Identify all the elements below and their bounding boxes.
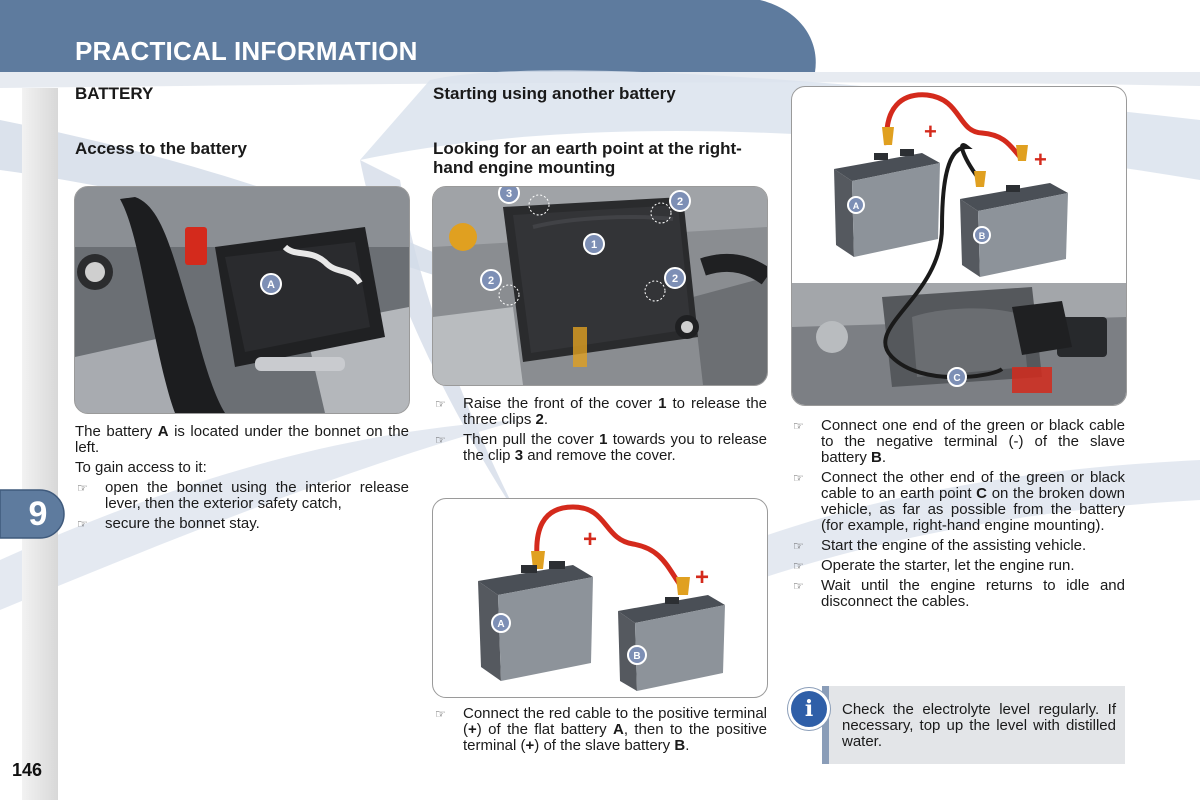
pointing-hand-icon: ☞	[77, 481, 88, 495]
subsection-title-earth-point: Looking for an earth point at the right-…	[433, 139, 742, 177]
battery-access-text: The battery A is located under the bonne…	[75, 424, 409, 536]
list-item: ☞Wait until the engine returns to idle a…	[793, 577, 1125, 610]
engine-cover-photo: 1 2 2 2 3	[432, 186, 768, 386]
svg-text:C: C	[953, 373, 960, 384]
pointing-hand-icon: ☞	[793, 579, 804, 593]
list-item: ☞Start the engine of the assisting vehic…	[793, 537, 1087, 554]
pointing-hand-icon: ☞	[793, 419, 804, 433]
page-number: 146	[12, 760, 43, 780]
svg-text:B: B	[979, 231, 986, 241]
svg-text:1: 1	[591, 239, 597, 251]
photo-label-2-right	[664, 267, 686, 289]
svg-text:2: 2	[488, 275, 494, 287]
access-lead: To gain access to it:	[75, 459, 207, 476]
photo-label-1	[583, 233, 605, 255]
red-clamp-a	[882, 127, 894, 145]
black-jumper-cable	[883, 143, 1004, 380]
page-header-title: PRACTICAL INFORMATION	[75, 36, 418, 66]
battery-location-photo: A	[74, 186, 410, 414]
red-clamp-b	[1016, 145, 1028, 161]
battery-b-graphic	[618, 595, 725, 691]
red-jumper-cable	[884, 92, 1024, 161]
battery-a-label	[847, 196, 865, 214]
access-steps-list: ☞open the bonnet using the interior rele…	[75, 480, 409, 532]
jump-start-steps: ☞Connect one end of the green or black c…	[791, 418, 1125, 614]
list-item: ☞Raise the front of the cover 1 to relea…	[435, 395, 768, 428]
red-cable-steps-list: ☞Connect the red cable to the positive t…	[433, 706, 767, 754]
battery-a-label	[491, 613, 511, 633]
battery-a-graphic	[478, 561, 593, 681]
photo-label-a	[260, 273, 282, 295]
list-item: ☞Connect one end of the green or black c…	[793, 417, 1125, 466]
positive-sign-2: +	[695, 564, 709, 591]
svg-text:A: A	[853, 201, 860, 211]
pointing-hand-icon: ☞	[793, 471, 804, 485]
list-item: ☞Operate the starter, let the engine run…	[793, 557, 1075, 574]
svg-text:A: A	[497, 619, 504, 630]
subsection-title-access: Access to the battery	[75, 139, 247, 158]
info-note-text: Check the electrolyte level regularly. I…	[842, 701, 1116, 750]
chapter-number: 9	[28, 495, 48, 533]
battery-location-paragraph: The battery A is located under the bonne…	[75, 423, 409, 456]
black-clamp-b	[974, 171, 986, 187]
pointing-hand-icon: ☞	[435, 397, 446, 411]
svg-text:2: 2	[672, 273, 678, 285]
pointing-hand-icon: ☞	[435, 433, 446, 447]
battery-b-label	[973, 226, 991, 244]
pointing-hand-icon: ☞	[77, 517, 88, 531]
cover-steps-list: ☞Raise the front of the cover 1 to relea…	[433, 396, 767, 464]
info-icon: i	[788, 688, 830, 730]
jump-start-diagram: + + A B C	[791, 86, 1127, 406]
red-clamp-b	[676, 577, 690, 595]
info-note-box	[822, 686, 1125, 764]
pointing-hand-icon: ☞	[435, 707, 446, 721]
red-cable-step: ☞Connect the red cable to the positive t…	[433, 706, 767, 758]
battery-a-graphic	[834, 149, 940, 257]
red-cable-diagram: + + A B	[432, 498, 768, 698]
chapter-tab	[0, 489, 65, 539]
battery-b-graphic	[960, 183, 1068, 277]
bonnet-release-lever	[185, 227, 207, 265]
red-clamp-a	[531, 551, 545, 569]
list-item: ☞Then pull the cover 1 towards you to re…	[435, 431, 767, 464]
jump-start-steps-list: ☞Connect one end of the green or black c…	[791, 418, 1125, 610]
section-title-starting: Starting using another battery	[433, 84, 676, 103]
section-title-battery: BATTERY	[75, 84, 154, 103]
pointing-hand-icon: ☞	[793, 539, 804, 553]
list-item: ☞open the bonnet using the interior rele…	[77, 479, 409, 512]
list-item: ☞Connect the other end of the green or b…	[793, 469, 1125, 534]
positive-sign-1: +	[924, 119, 937, 144]
pointing-hand-icon: ☞	[793, 559, 804, 573]
svg-text:B: B	[633, 651, 640, 662]
positive-sign-1: +	[583, 526, 597, 553]
positive-sign-2: +	[1034, 147, 1047, 172]
cover-removal-steps: ☞Raise the front of the cover 1 to relea…	[433, 396, 767, 468]
svg-text:3: 3	[506, 188, 512, 200]
red-jumper-cable	[534, 504, 686, 591]
svg-text:2: 2	[677, 196, 683, 208]
photo-label-3	[498, 187, 520, 204]
photo-label-a-text: A	[267, 279, 275, 291]
list-item: ☞secure the bonnet stay.	[77, 515, 260, 532]
left-margin-band	[22, 88, 58, 800]
battery-b-label	[627, 645, 647, 665]
earth-point-label	[947, 367, 967, 387]
list-item: ☞Connect the red cable to the positive t…	[435, 705, 767, 754]
photo-label-2-top	[669, 190, 691, 212]
photo-label-2-left	[480, 269, 502, 291]
